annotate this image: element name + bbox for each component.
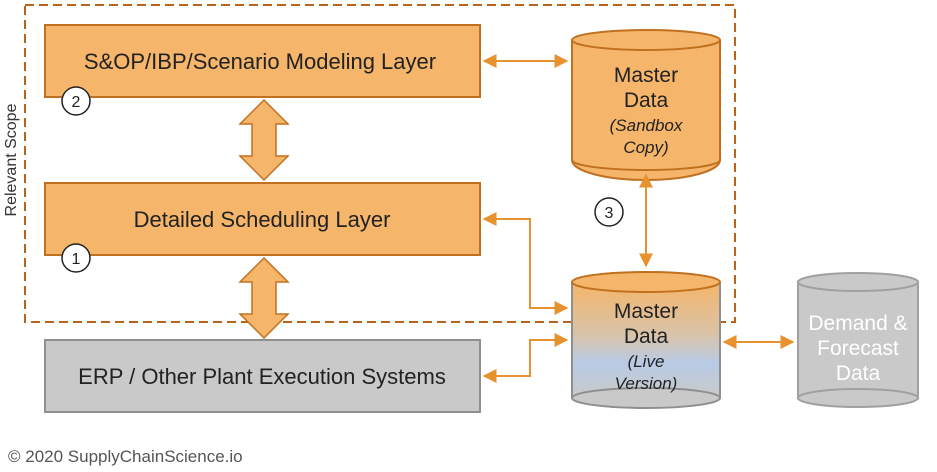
svg-text:(Live: (Live bbox=[628, 352, 665, 371]
scheduling-layer-label: Detailed Scheduling Layer bbox=[134, 207, 391, 232]
live-master-data-cylinder[interactable]: Master Data (Live Version) bbox=[571, 271, 721, 409]
erp-label: ERP / Other Plant Execution Systems bbox=[78, 364, 446, 389]
sop-layer-label: S&OP/IBP/Scenario Modeling Layer bbox=[84, 49, 436, 74]
svg-text:Master: Master bbox=[614, 300, 678, 323]
badge-2: 2 bbox=[61, 86, 91, 116]
relevant-scope-label: Relevant Scope bbox=[3, 103, 20, 216]
svg-text:Data: Data bbox=[836, 362, 881, 385]
erp-box[interactable]: ERP / Other Plant Execution Systems bbox=[44, 339, 481, 413]
sandbox-master-data-cylinder[interactable]: Master Data (Sandbox Copy) bbox=[571, 29, 721, 181]
svg-text:Master: Master bbox=[614, 64, 678, 87]
scheduling-layer-box[interactable]: Detailed Scheduling Layer bbox=[44, 182, 481, 256]
relevant-scope-border bbox=[24, 4, 736, 323]
arrow-erp-live bbox=[482, 333, 569, 383]
arrow-scheduling-live bbox=[482, 212, 569, 315]
badge-1: 1 bbox=[61, 243, 91, 273]
sop-layer-box[interactable]: S&OP/IBP/Scenario Modeling Layer bbox=[44, 24, 481, 98]
copyright-text: © 2020 SupplyChainScience.io bbox=[8, 447, 243, 466]
double-arrow-scheduling-erp bbox=[238, 256, 290, 340]
svg-text:Demand &: Demand & bbox=[808, 312, 907, 335]
svg-text:Copy): Copy) bbox=[623, 138, 668, 157]
demand-forecast-data-cylinder[interactable]: Demand & Forecast Data bbox=[797, 272, 919, 408]
svg-text:3: 3 bbox=[605, 205, 614, 222]
svg-text:1: 1 bbox=[72, 251, 81, 268]
svg-text:Data: Data bbox=[624, 89, 669, 112]
svg-text:Data: Data bbox=[624, 325, 669, 348]
svg-text:Forecast: Forecast bbox=[817, 337, 899, 360]
svg-text:2: 2 bbox=[72, 94, 81, 111]
svg-text:(Sandbox: (Sandbox bbox=[610, 116, 683, 135]
badge-3: 3 bbox=[594, 197, 624, 227]
double-arrow-sop-scheduling bbox=[238, 98, 290, 182]
svg-text:Version): Version) bbox=[615, 374, 678, 393]
